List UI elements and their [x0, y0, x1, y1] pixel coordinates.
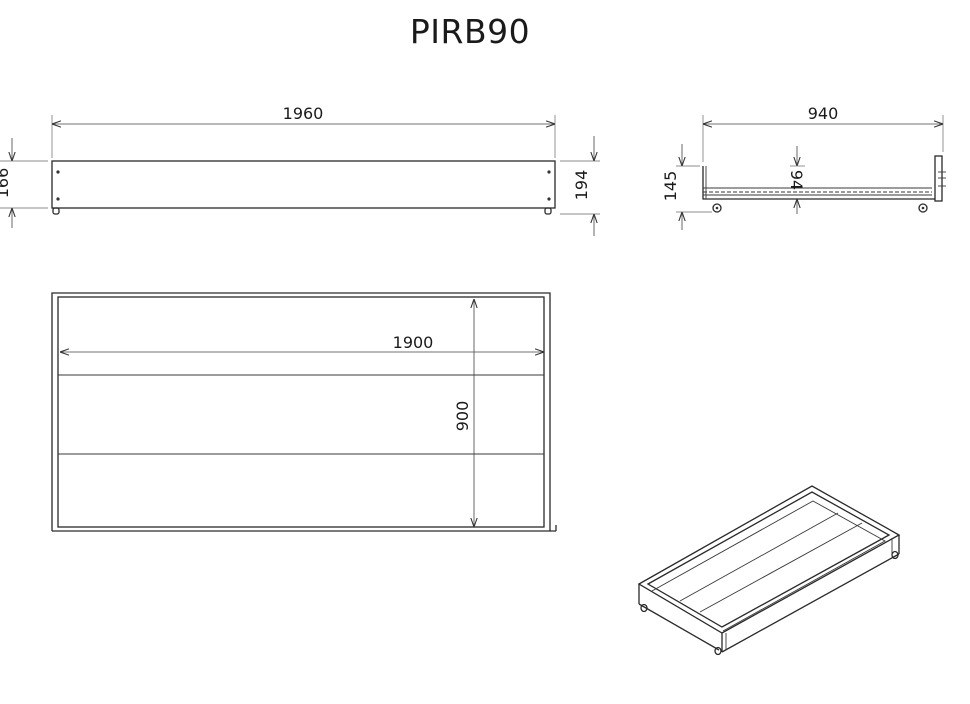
dim-front-height-left: 166	[0, 168, 12, 199]
front-screw	[547, 197, 551, 201]
front-view: 1960 166 194	[0, 104, 600, 236]
iso-floor	[651, 500, 886, 632]
iso-slat	[679, 512, 839, 602]
dim-front-height-right: 194	[572, 170, 591, 201]
dim-front-length: 1960	[283, 104, 324, 123]
front-screw	[547, 170, 551, 174]
dim-side-width: 940	[808, 104, 839, 123]
top-inner-panel	[57, 296, 545, 528]
dim-side-height: 145	[661, 171, 680, 202]
iso-wheel	[640, 603, 648, 613]
top-view: 1900 900	[51, 292, 557, 532]
side-front-panel	[934, 155, 943, 202]
front-wheel	[52, 207, 60, 215]
dim-side-inner-height: 94	[787, 170, 806, 190]
drawing-title: PIRB90	[409, 12, 531, 51]
iso-outer-rim	[637, 485, 901, 634]
front-wheel	[544, 207, 552, 215]
side-view: 940 145 94	[661, 104, 946, 230]
top-frame	[51, 292, 551, 531]
side-frame	[702, 166, 935, 200]
side-wheel	[918, 203, 928, 213]
front-screw	[56, 197, 60, 201]
front-panel	[51, 160, 556, 209]
dim-top-inner-length: 1900	[393, 333, 434, 352]
iso-wheel	[891, 550, 899, 560]
iso-wheel	[714, 646, 722, 656]
iso-inner-rim	[646, 491, 891, 628]
isometric-view	[637, 485, 901, 656]
front-screw	[56, 170, 60, 174]
side-wheel	[712, 203, 722, 213]
dim-top-inner-width: 900	[453, 401, 472, 432]
iso-slat	[699, 522, 863, 613]
